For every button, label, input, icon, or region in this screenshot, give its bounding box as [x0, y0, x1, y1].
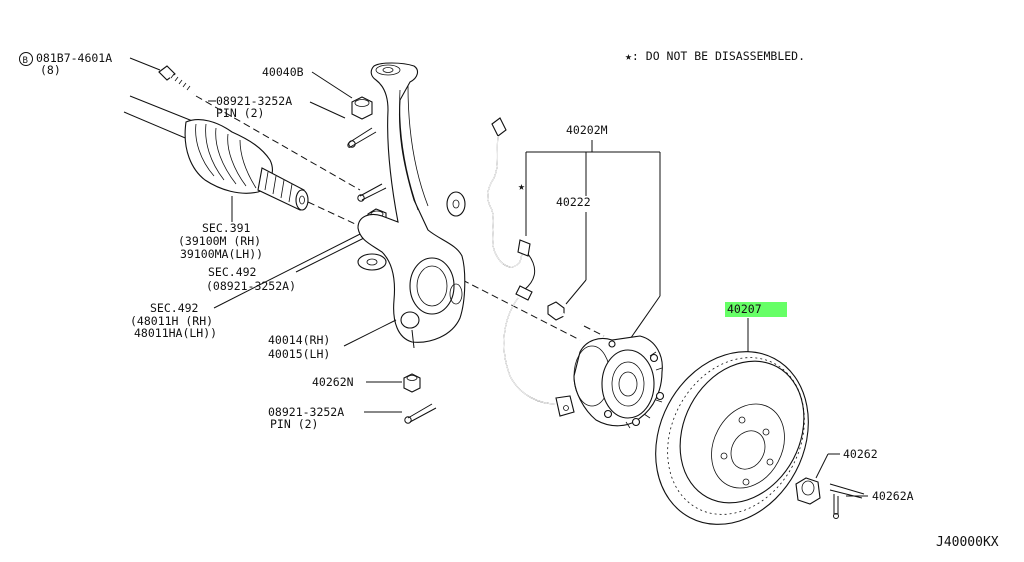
- rotor-highlight: [725, 302, 787, 317]
- abs-sensor-wire-icon: [487, 117, 575, 417]
- bolt-quantity: (8): [40, 63, 61, 77]
- pin-lower-number: 08921-3252A: [268, 405, 344, 419]
- cotter-pin-icon: [829, 483, 865, 519]
- sec391-rh: (39100M (RH): [178, 234, 261, 248]
- hub-assy-label: 40202M: [566, 123, 608, 137]
- pin-40262a-label: 40262A: [872, 489, 914, 503]
- knuckle-rh-label: 40014(RH): [268, 333, 330, 347]
- bolt-callout: B 081B7-4601A (8): [19, 51, 161, 77]
- bolt-leader-line: [129, 57, 161, 71]
- bolt-part-number: 081B7-4601A: [36, 51, 112, 65]
- sec391-ref: SEC.391: [202, 221, 251, 235]
- pin-upper-callout: 08921-3252A PIN (2): [208, 94, 346, 120]
- cotter-pin-icon: [357, 183, 387, 202]
- drawing-code: J40000KX: [936, 535, 999, 550]
- sec492-upper-callout: SEC.492 (08921-3252A): [206, 231, 377, 293]
- pin-lower-qty: PIN (2): [270, 417, 318, 431]
- bolt-axis-line: [195, 95, 361, 191]
- rotor-callout: 40207: [725, 302, 787, 352]
- nut-40262n-callout: 40262N: [312, 375, 402, 389]
- nut-icon: [351, 96, 373, 120]
- cotter-pin-icon: [347, 127, 377, 148]
- brake-rotor-icon: [655, 351, 809, 525]
- hub-bolt-label: 40222: [556, 195, 591, 209]
- knuckle-lh-label: 40015(LH): [268, 347, 330, 361]
- sec492-upper-sub: (08921-3252A): [206, 279, 296, 293]
- sec492-lower-callout: SEC.492 (48011H (RH) 48011HA(LH)): [130, 227, 373, 340]
- pin-upper-number: 08921-3252A: [216, 94, 292, 108]
- circle-b-icon: [19, 52, 33, 66]
- sec492-lower-lh: 48011HA(LH)): [134, 326, 217, 340]
- hub-bolt-axis-line: [583, 325, 605, 337]
- pin-upper-qty: PIN (2): [216, 106, 264, 120]
- sec492-upper-ref: SEC.492: [208, 265, 256, 279]
- hub-bolt-icon: [547, 301, 583, 326]
- nut-40262-callout: 40262: [815, 447, 878, 479]
- nut-40262n-label: 40262N: [312, 375, 354, 389]
- nut-40040b-callout: 40040B: [262, 65, 353, 99]
- pin-40262a-callout: 40262A: [846, 489, 914, 503]
- sec492-lower-rh: (48011H (RH): [130, 314, 213, 328]
- hub-assy-callout: 40202M ★ 40222: [518, 123, 661, 343]
- star-mark: ★: [518, 179, 525, 193]
- cotter-pin-icon: [404, 403, 437, 424]
- nut-40262-label: 40262: [843, 447, 878, 461]
- nut-40040b-label: 40040B: [262, 65, 304, 79]
- drive-shaft-icon: [123, 95, 309, 211]
- nut-icon: [403, 373, 421, 393]
- sec391-lh: 39100MA(LH)): [180, 247, 263, 261]
- bolt-circle-letter: B: [23, 56, 28, 66]
- rotor-label: 40207: [727, 302, 762, 316]
- sec492-lower-ref: SEC.492: [150, 301, 198, 315]
- pin-lower-callout: 08921-3252A PIN (2): [268, 405, 402, 431]
- knuckle-callout: 40014(RH) 40015(LH): [268, 319, 397, 361]
- hub-nut-icon: [795, 477, 821, 505]
- hub-bearing-icon: [573, 335, 665, 429]
- sec391-callout: SEC.391 (39100M (RH) 39100MA(LH)): [178, 196, 263, 261]
- bolt-part-icon: [158, 65, 196, 96]
- disassembly-note: ★: DO NOT BE DISASSEMBLED.: [625, 49, 805, 63]
- steering-knuckle-icon: [357, 62, 466, 349]
